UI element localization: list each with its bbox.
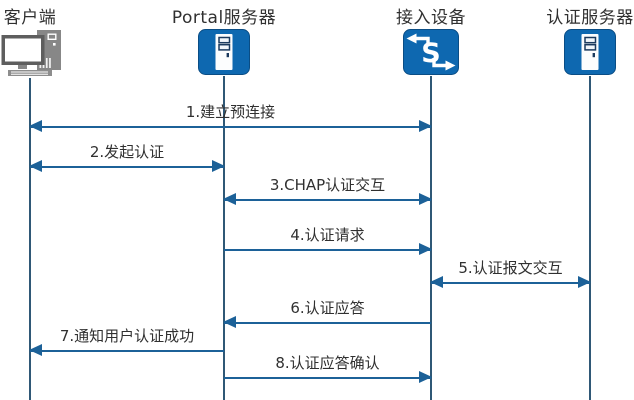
message-line: [30, 350, 224, 352]
lifeline-client: [29, 78, 31, 400]
participant-label-access: 接入设备: [396, 8, 466, 28]
lifeline-access: [430, 76, 432, 400]
message-label: 8.认证应答确认: [275, 354, 380, 372]
arrowhead-left-icon: [223, 316, 236, 328]
arrowhead-right-icon: [212, 160, 225, 172]
message-2: 2.发起认证: [29, 141, 225, 175]
message-line: [224, 377, 431, 379]
arrowhead-left-icon: [29, 120, 42, 132]
message-4: 4.认证请求: [224, 224, 432, 258]
message-5: 5.认证报文交互: [430, 257, 591, 291]
arrowhead-right-icon: [419, 193, 432, 205]
message-8: 8.认证应答确认: [224, 352, 432, 386]
server-icon: [198, 29, 250, 75]
message-line: [224, 322, 431, 324]
message-label: 2.发起认证: [89, 143, 165, 161]
message-line: [224, 199, 431, 201]
arrowhead-right-icon: [419, 243, 432, 255]
arrowhead-right-icon: [419, 371, 432, 383]
message-label: 7.通知用户认证成功: [59, 327, 195, 345]
message-line: [224, 249, 431, 251]
message-label: 1.建立预连接: [185, 103, 276, 121]
message-3: 3.CHAP认证交互: [223, 174, 432, 208]
arrowhead-left-icon: [223, 193, 236, 205]
arrowhead-right-icon: [419, 120, 432, 132]
participant-label-auth: 认证服务器: [546, 8, 634, 28]
svg-text:S: S: [421, 38, 440, 69]
switch-icon: S: [403, 29, 459, 75]
message-1: 1.建立预连接: [29, 101, 432, 135]
message-label: 5.认证报文交互: [458, 259, 563, 277]
message-label: 6.认证应答: [290, 299, 365, 317]
message-7: 7.通知用户认证成功: [29, 325, 224, 359]
lifeline-portal: [223, 76, 225, 400]
desktop-computer-icon: [1, 29, 67, 77]
participant-label-client: 客户端: [3, 8, 57, 28]
arrowhead-left-icon: [430, 276, 443, 288]
message-line: [30, 166, 224, 168]
message-label: 4.认证请求: [290, 226, 365, 244]
server-icon: [564, 29, 616, 75]
arrowhead-left-icon: [29, 344, 42, 356]
arrowhead-left-icon: [29, 160, 42, 172]
message-line: [431, 282, 590, 284]
message-6: 6.认证应答: [223, 297, 431, 331]
message-label: 3.CHAP认证交互: [269, 176, 386, 194]
participant-label-portal: Portal服务器: [171, 8, 277, 28]
message-line: [30, 126, 431, 128]
lifeline-auth: [589, 76, 591, 400]
arrowhead-right-icon: [578, 276, 591, 288]
